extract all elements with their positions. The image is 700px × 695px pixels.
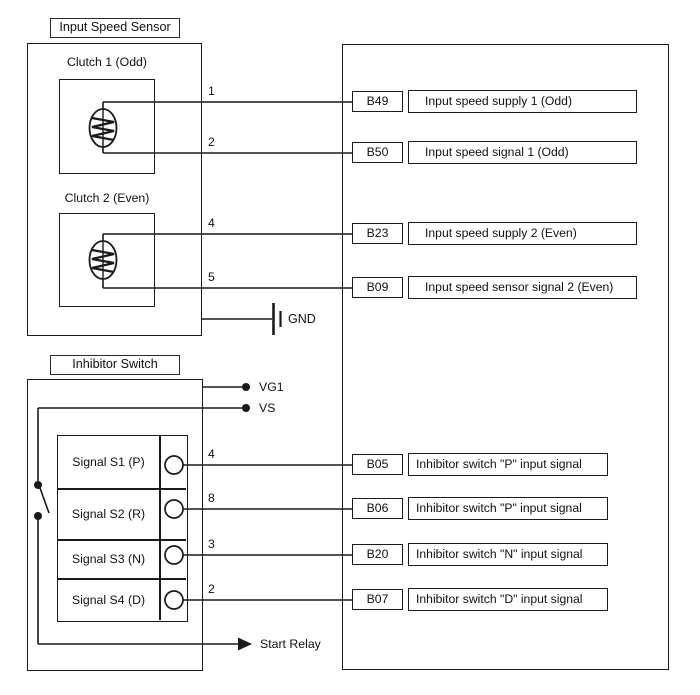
inhibitor-switch-box xyxy=(27,379,203,671)
pin-id: B07 xyxy=(352,589,403,610)
wire-number: 2 xyxy=(208,135,215,149)
input-speed-sensor-title: Input Speed Sensor xyxy=(50,18,180,38)
table-row-divider xyxy=(58,488,186,490)
pin-description: Input speed signal 1 (Odd) xyxy=(408,141,637,164)
connector-box xyxy=(342,44,669,670)
wire-number: 4 xyxy=(208,447,215,461)
pin-description: Input speed supply 2 (Even) xyxy=(408,222,637,245)
wire-number: 5 xyxy=(208,270,215,284)
table-row-divider xyxy=(58,539,186,541)
clutch1-sensor-box xyxy=(59,79,155,174)
pin-id: B23 xyxy=(352,223,403,244)
pin-id: B09 xyxy=(352,277,403,298)
wire-number: 2 xyxy=(208,582,215,596)
clutch1-label: Clutch 1 (Odd) xyxy=(67,55,147,69)
signal-s2-label: Signal S2 (R) xyxy=(71,507,146,521)
pin-id: B50 xyxy=(352,142,403,163)
wire-number: 4 xyxy=(208,216,215,230)
start-relay-label: Start Relay xyxy=(260,637,321,651)
signal-s4-label: Signal S4 (D) xyxy=(71,593,146,607)
vg1-terminal-dot xyxy=(242,383,250,391)
pin-description: Inhibitor switch "N" input signal xyxy=(408,543,608,566)
vs-terminal-dot xyxy=(242,404,250,412)
pin-id: B20 xyxy=(352,544,403,565)
pin-description: Input speed sensor signal 2 (Even) xyxy=(408,276,637,299)
clutch2-sensor-box xyxy=(59,213,155,307)
vg1-label: VG1 xyxy=(259,380,284,394)
start-relay-arrow-icon xyxy=(238,637,252,651)
pin-id: B05 xyxy=(352,454,403,475)
pin-id: B06 xyxy=(352,498,403,519)
table-row-divider xyxy=(58,578,186,580)
pin-description: Inhibitor switch "D" input signal xyxy=(408,588,608,611)
wire-number: 3 xyxy=(208,537,215,551)
wire-number: 8 xyxy=(208,491,215,505)
ground-label: GND xyxy=(288,312,316,326)
pin-description: Inhibitor switch "P" input signal xyxy=(408,497,608,520)
signal-s1-label: Signal S1 (P) xyxy=(72,455,145,469)
signal-s3-label: Signal S3 (N) xyxy=(71,552,146,566)
pin-description: Input speed supply 1 (Odd) xyxy=(408,90,637,113)
vs-label: VS xyxy=(259,401,276,415)
pin-description: Inhibitor switch "P" input signal xyxy=(408,453,608,476)
input-speed-sensor-box xyxy=(27,43,202,336)
table-column-divider xyxy=(159,436,161,620)
clutch2-label: Clutch 2 (Even) xyxy=(64,191,150,205)
inhibitor-switch-title: Inhibitor Switch xyxy=(50,355,180,375)
pin-id: B49 xyxy=(352,91,403,112)
wire-number: 1 xyxy=(208,84,215,98)
signal-table xyxy=(57,435,188,622)
